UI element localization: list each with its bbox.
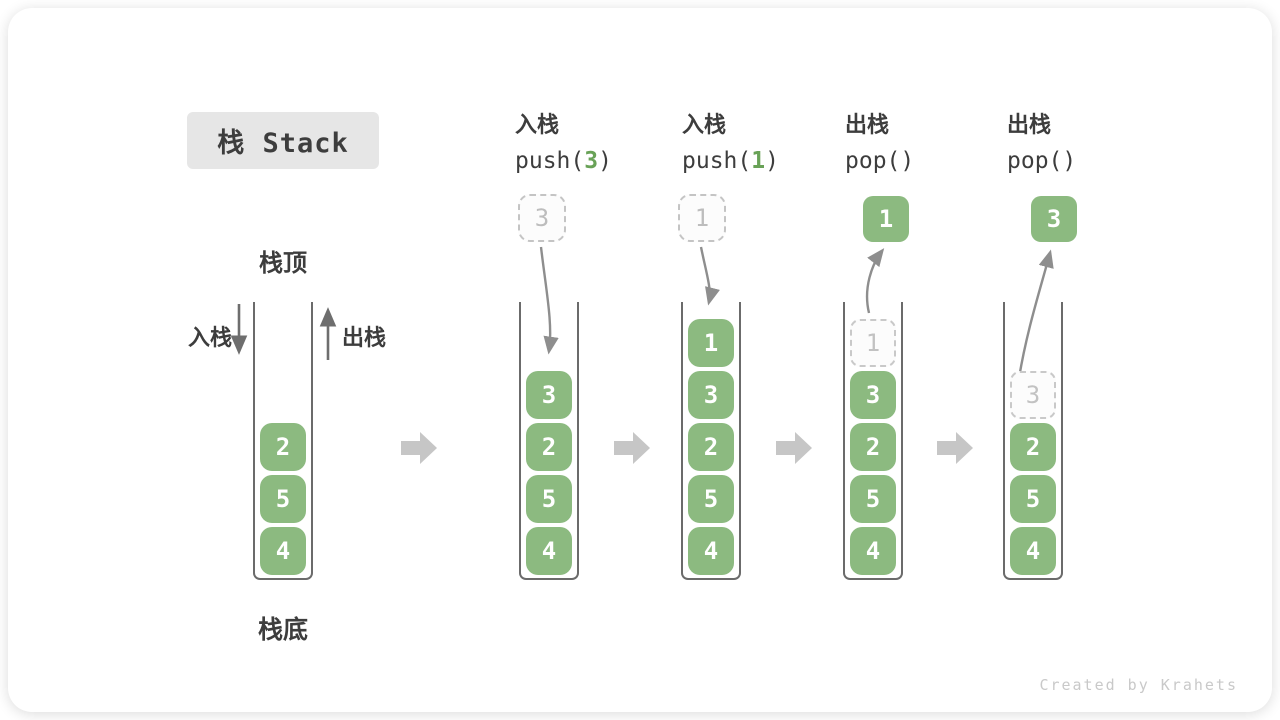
operation-code: push(3): [515, 148, 612, 174]
ghost-cell: 3: [1010, 371, 1056, 419]
stack-cell: 3: [850, 371, 896, 419]
stack-cell: 5: [688, 475, 734, 523]
operation-name: 出栈: [1007, 113, 1052, 138]
watermark: Created by Krahets: [1039, 676, 1238, 694]
stack-cell: 4: [260, 527, 306, 575]
stack-cell: 2: [526, 423, 572, 471]
stack-cell: 4: [850, 527, 896, 575]
stack-cell: 5: [260, 475, 306, 523]
stack-container-4: [843, 302, 903, 580]
push-direction-label: 入栈: [187, 326, 232, 351]
page-title: 栈 Stack: [187, 112, 379, 169]
incoming-element-box: 3: [518, 194, 566, 242]
stack-cell: 4: [1010, 527, 1056, 575]
operation-name: 出栈: [845, 113, 890, 138]
stack-cell: 5: [850, 475, 896, 523]
pop-direction-label: 出栈: [342, 326, 387, 351]
operation-code: push(1): [682, 148, 779, 174]
stack-cell: 5: [1010, 475, 1056, 523]
stack-cell: 2: [688, 423, 734, 471]
operation-code: pop(): [845, 148, 915, 174]
stack-cell: 4: [688, 527, 734, 575]
popped-element-box: 1: [863, 196, 909, 242]
stack-top-label: 栈顶: [259, 249, 307, 277]
stack-container-1: [253, 302, 313, 580]
stack-cell: 3: [688, 371, 734, 419]
stack-container-2: [519, 302, 579, 580]
operation-header-push1: 入栈 push(1): [682, 107, 779, 174]
stack-cell: 2: [1010, 423, 1056, 471]
operation-name: 入栈: [682, 113, 727, 138]
operation-name: 入栈: [515, 113, 560, 138]
stack-cell: 3: [526, 371, 572, 419]
stack-container-3: [681, 302, 741, 580]
incoming-element-box: 1: [678, 194, 726, 242]
stack-container-5: [1003, 302, 1063, 580]
stack-cell: 2: [850, 423, 896, 471]
stack-cell: 2: [260, 423, 306, 471]
operation-header-pop-second: 出栈 pop(): [1007, 107, 1076, 174]
stack-cell: 4: [526, 527, 572, 575]
operation-code: pop(): [1007, 148, 1077, 174]
popped-element-box: 3: [1031, 196, 1077, 242]
operation-header-push3: 入栈 push(3): [515, 107, 612, 174]
operation-header-pop-first: 出栈 pop(): [845, 107, 914, 174]
ghost-cell: 1: [850, 319, 896, 367]
stack-cell: 5: [526, 475, 572, 523]
stack-bottom-label: 栈底: [257, 615, 308, 644]
stack-cell: 1: [688, 319, 734, 367]
